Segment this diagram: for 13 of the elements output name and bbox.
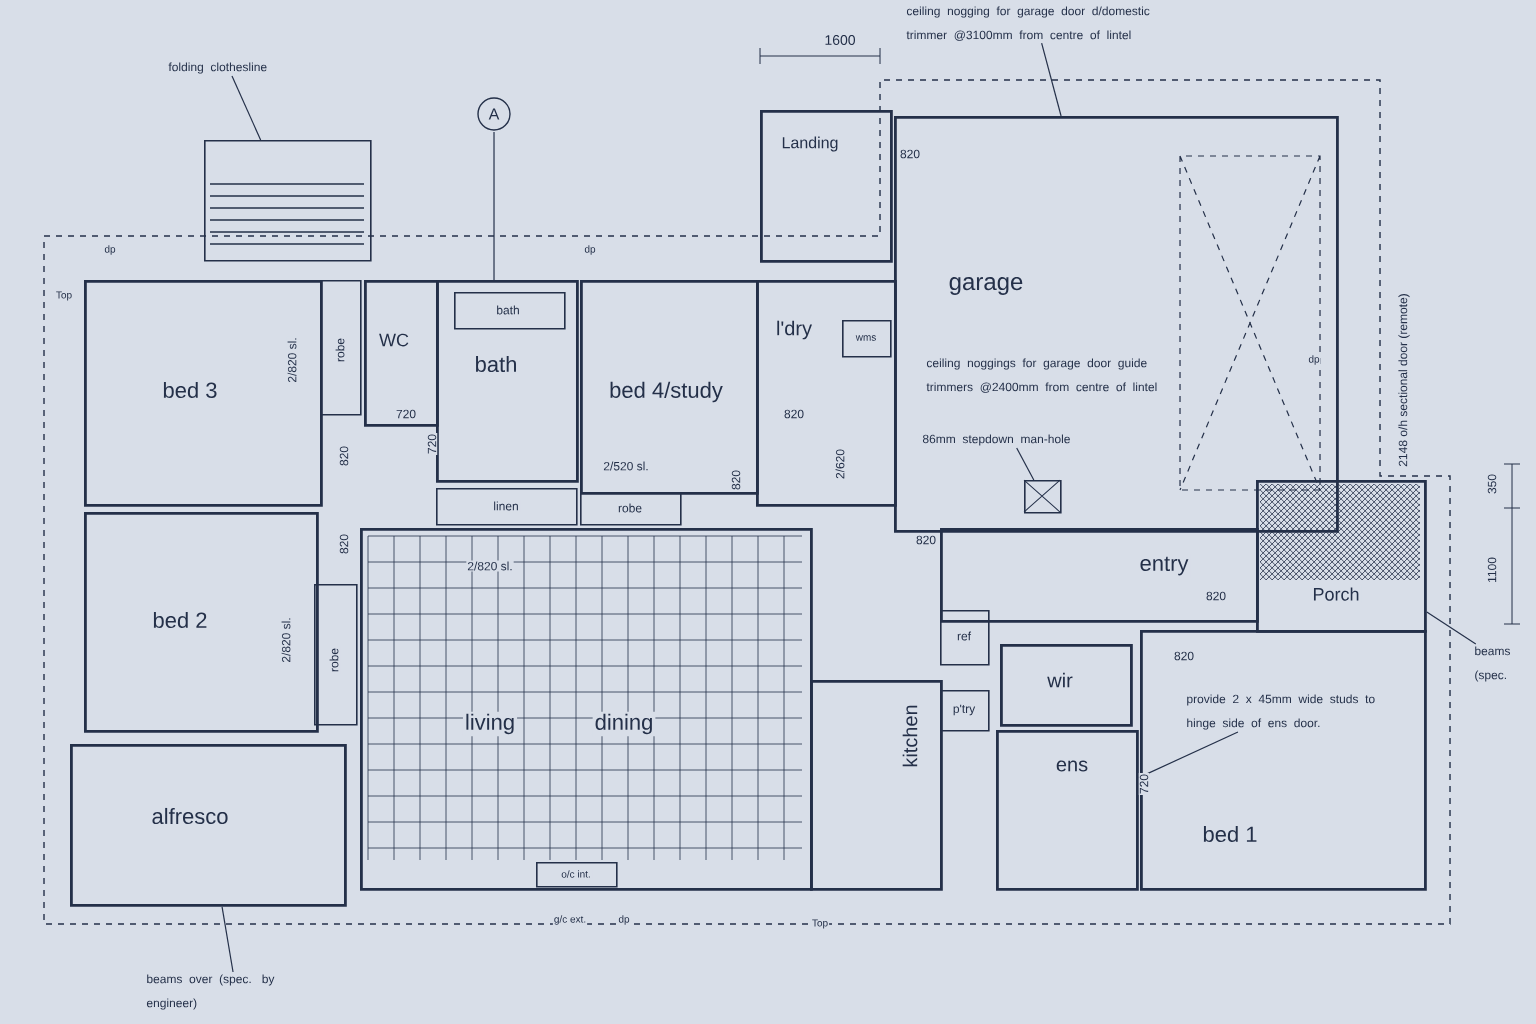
- room: alfresco: [70, 744, 347, 907]
- room: kitchen: [810, 680, 943, 891]
- leader-line: [221, 906, 234, 973]
- room: Porch: [1256, 480, 1427, 633]
- room: Landing: [760, 110, 893, 263]
- man-hole: [1023, 479, 1062, 514]
- leader-line: [1426, 611, 1477, 645]
- room: ens: [996, 730, 1139, 891]
- leader-line: [231, 75, 262, 141]
- leader-line: [1016, 447, 1035, 481]
- clothesline: [204, 140, 372, 262]
- leader-line: [1041, 42, 1062, 117]
- room: wir: [1000, 644, 1133, 727]
